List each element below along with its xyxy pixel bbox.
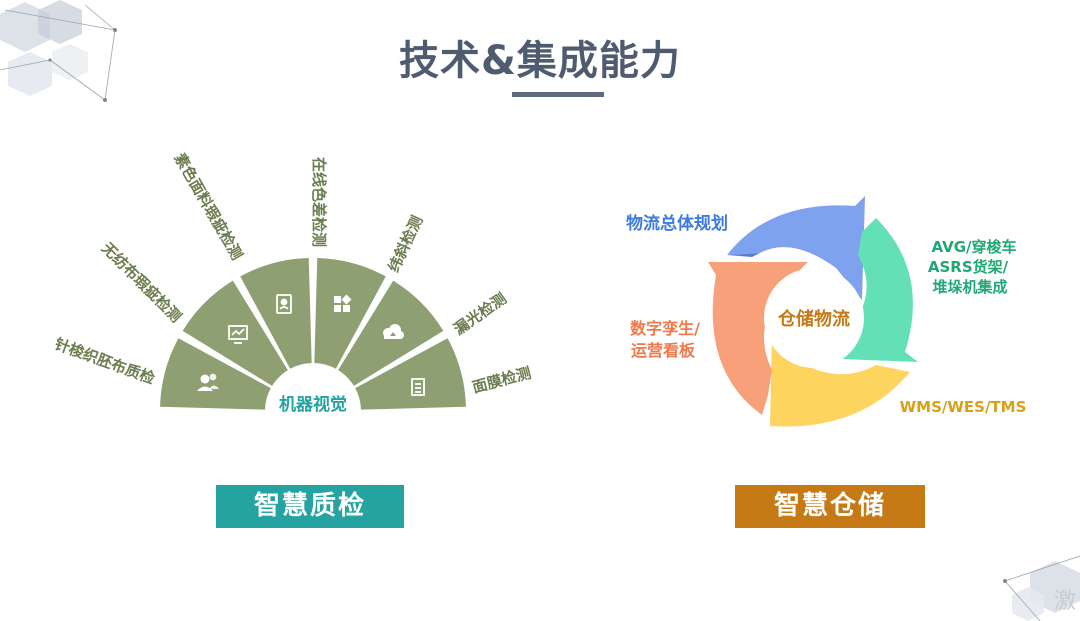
fan-label-plain-fabric: 素色面料瑕疵检测 bbox=[171, 150, 247, 263]
cycle-label-twin-1: 数字孪生/ bbox=[630, 319, 700, 338]
fan-label-mask: 面膜检测 bbox=[470, 364, 533, 397]
cycle-arrow-agv bbox=[814, 218, 918, 362]
badge-smart-storage: 智慧仓储 bbox=[735, 485, 925, 528]
contact-card-icon bbox=[276, 294, 292, 314]
fan-segment bbox=[182, 280, 288, 386]
cycle-label-agv-2: ASRS货架/ bbox=[928, 258, 1009, 276]
document-icon bbox=[411, 378, 425, 396]
cloud-upload-icon bbox=[383, 324, 404, 339]
decorative-network-bottom-right bbox=[1003, 555, 1080, 621]
title-underline bbox=[512, 92, 604, 97]
fan-label-nonwoven: 无纺布瑕疵检测 bbox=[97, 238, 185, 326]
cycle-label-wms: WMS/WES/TMS bbox=[900, 398, 1027, 416]
fan-segment bbox=[314, 258, 386, 369]
warehouse-cycle: 仓储物流 物流总体规划 AVG/穿梭车 ASRS货架/ 堆垛机集成 WMS/WE… bbox=[626, 196, 1026, 430]
fan-center-label: 机器视觉 bbox=[279, 394, 347, 415]
watermark-text: 激 bbox=[1053, 589, 1076, 614]
cycle-label-planning: 物流总体规划 bbox=[626, 213, 728, 234]
users-icon bbox=[197, 373, 219, 391]
machine-vision-fan: 机器视觉 bbox=[52, 150, 533, 415]
badge-smart-quality: 智慧质检 bbox=[216, 485, 404, 528]
cycle-arrow-digital-twin bbox=[708, 262, 808, 415]
cycle-center-label: 仓储物流 bbox=[777, 308, 850, 330]
cycle-arrow-wms bbox=[770, 332, 910, 430]
cycle-label-twin-2: 运营看板 bbox=[631, 341, 696, 360]
fan-segment bbox=[160, 338, 271, 410]
monitor-chart-icon bbox=[228, 325, 248, 344]
page-title: 技术&集成能力 bbox=[399, 38, 681, 84]
fan-label-knit-fabric: 针梭织胚布质检 bbox=[52, 335, 157, 388]
fan-label-color-diff: 在线色差检测 bbox=[310, 157, 328, 247]
fan-label-weft-skew: 纬斜检测 bbox=[385, 213, 427, 275]
fan-center-semicircle bbox=[268, 366, 358, 411]
fan-label-light-leak: 漏光检测 bbox=[450, 289, 509, 338]
fan-segment bbox=[240, 258, 312, 369]
cycle-label-agv-1: AVG/穿梭车 bbox=[932, 238, 1017, 256]
decorative-network-top-left bbox=[0, 0, 117, 102]
cycle-arrow-planning bbox=[727, 196, 865, 300]
fan-segment bbox=[355, 338, 466, 410]
cycle-label-agv-3: 堆垛机集成 bbox=[932, 278, 1007, 296]
